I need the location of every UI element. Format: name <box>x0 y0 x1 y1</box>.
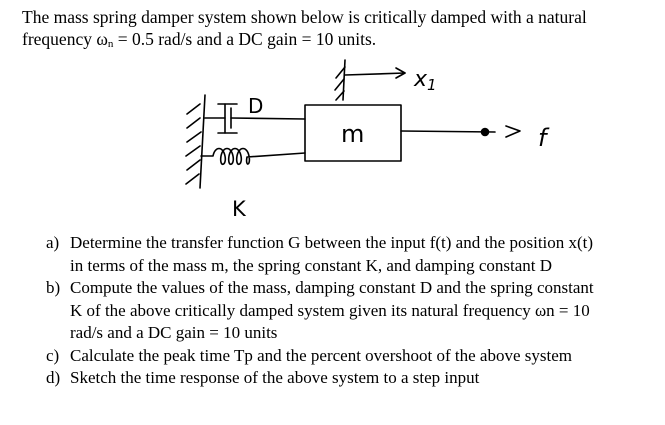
question-label: a) <box>46 233 60 252</box>
displacement-reference <box>334 59 406 101</box>
question-label: d) <box>46 368 61 387</box>
question-line: Compute the values of the mass, damping … <box>70 278 594 297</box>
question-d: d) Sketch the time response of the above… <box>46 367 656 390</box>
damper <box>204 103 306 134</box>
question-label: c) <box>46 345 60 365</box>
force-label: f <box>538 124 550 152</box>
wall <box>185 94 206 189</box>
displacement-label: x1 <box>413 67 437 94</box>
question-line: Calculate the peak time Tp and the perce… <box>70 345 572 365</box>
problem-intro: The mass spring damper system shown belo… <box>22 6 652 55</box>
intro-line-1: The mass spring damper system shown belo… <box>22 7 587 27</box>
question-line: in terms of the mass m, the spring const… <box>70 255 553 275</box>
spring-label: K <box>232 197 247 221</box>
intro-line-2: frequency ωn = 0.5 rad/s and a DC gain =… <box>22 28 652 55</box>
mass-label: m <box>341 120 364 148</box>
question-c: c) Calculate the peak time Tp and the pe… <box>46 345 656 368</box>
question-b: b) Compute the values of the mass, dampi… <box>46 277 656 345</box>
displacement-label-x: x <box>413 67 428 92</box>
displacement-label-sub: 1 <box>427 76 437 94</box>
question-list: a) Determine the transfer function G bet… <box>46 232 656 390</box>
mass-block <box>304 104 402 162</box>
force-arrow <box>400 125 521 138</box>
intro-line-2-suffix: = 0.5 rad/s and a DC gain = 10 units. <box>113 29 377 49</box>
intro-line-2-subscript: n <box>107 38 114 50</box>
question-a: a) Determine the transfer function G bet… <box>46 232 656 277</box>
intro-line-2-prefix: frequency ω <box>22 29 108 49</box>
question-line: K of the above critically damped system … <box>70 300 590 320</box>
question-line: rad/s and a DC gain = 10 units <box>70 323 278 342</box>
spring <box>200 147 306 166</box>
damper-label: D <box>248 94 263 118</box>
question-line: Determine the transfer function G betwee… <box>70 233 594 252</box>
question-line: Sketch the time response of the above sy… <box>70 368 480 387</box>
question-label: b) <box>46 278 61 297</box>
